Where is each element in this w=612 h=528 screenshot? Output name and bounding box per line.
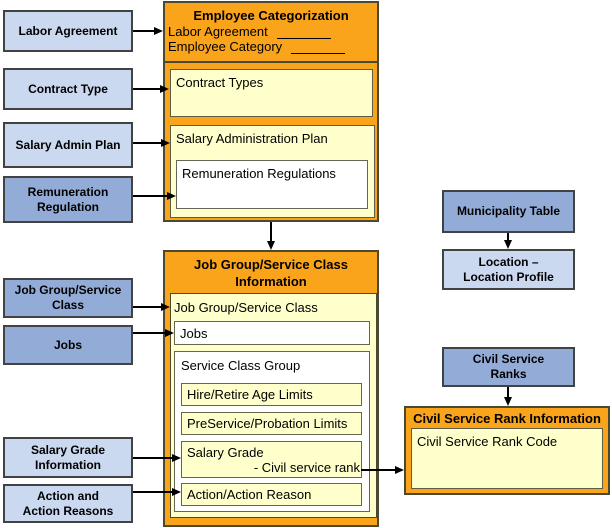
box-salary-grade-information: Salary Grade Information bbox=[3, 437, 133, 478]
box-salary-grade: Salary Grade - Civil service rank bbox=[181, 441, 362, 478]
field-labor-agreement-blank bbox=[276, 26, 331, 39]
box-contract-types: Contract Types bbox=[170, 69, 373, 117]
box-labor-agreement: Labor Agreement bbox=[3, 10, 133, 52]
box-hire-retire-age-limits: Hire/Retire Age Limits bbox=[181, 383, 362, 406]
box-municipality-table: Municipality Table bbox=[442, 190, 575, 233]
employee-categorization-title: Employee Categorization bbox=[193, 8, 349, 23]
box-location-location-profile: Location – Location Profile bbox=[442, 249, 575, 290]
job-group-service-class-label: Job Group/Service Class bbox=[174, 300, 318, 315]
field-employee-category-blank bbox=[291, 41, 346, 54]
box-civil-service-rank-code: Civil Service Rank Code bbox=[411, 428, 603, 489]
field-labor-agreement: Labor Agreement bbox=[165, 24, 377, 39]
field-employee-category-label: Employee Category bbox=[168, 39, 283, 54]
job-group-panel-title: Job Group/Service Class Information bbox=[194, 257, 348, 289]
civil-service-rank-info-title: Civil Service Rank Information bbox=[413, 411, 601, 426]
box-civil-service-ranks: Civil Service Ranks bbox=[442, 347, 575, 387]
box-preservice-probation-limits: PreService/Probation Limits bbox=[181, 412, 362, 435]
box-action-and-action-reasons: Action and Action Reasons bbox=[3, 484, 133, 523]
service-class-group-label: Service Class Group bbox=[181, 358, 301, 373]
box-job-group-service-class: Job Group/Service Class bbox=[3, 278, 133, 318]
field-labor-agreement-label: Labor Agreement bbox=[168, 24, 268, 39]
field-employee-category: Employee Category bbox=[165, 39, 377, 54]
box-jobs: Jobs bbox=[3, 325, 133, 365]
box-contract-type: Contract Type bbox=[3, 68, 133, 110]
box-remuneration-regulation: Remuneration Regulation bbox=[3, 176, 133, 223]
box-jobs-inner: Jobs bbox=[174, 321, 370, 345]
box-action-action-reason: Action/Action Reason bbox=[181, 483, 362, 506]
salary-grade-label: Salary Grade bbox=[187, 445, 264, 460]
civil-service-rank-label: - Civil service rank bbox=[253, 460, 360, 475]
employee-categorization-header: Employee Categorization Labor Agreement … bbox=[165, 3, 377, 63]
box-salary-admin-plan: Salary Admin Plan bbox=[3, 122, 133, 168]
box-remuneration-regulations: Remuneration Regulations bbox=[176, 160, 368, 209]
